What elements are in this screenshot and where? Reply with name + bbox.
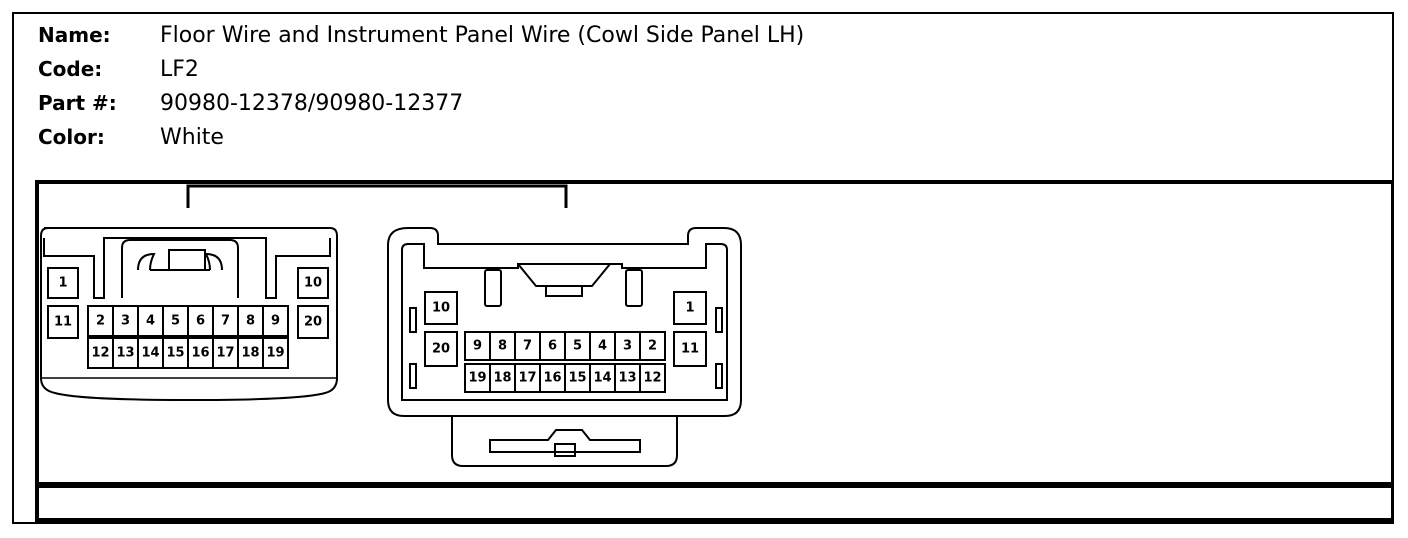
part-label: Part #: (38, 91, 117, 115)
right-pin-cell (424, 291, 458, 325)
left-pin-label: 11 (54, 315, 72, 330)
right-connector-pins: 10 20 1 11 9 8 7 6 5 4 3 2 19 18 17 16 15 14 13 12 (424, 291, 707, 393)
right-pin-cell (464, 331, 491, 361)
left-pin-label: 3 (121, 314, 130, 329)
left-pin-label: 13 (116, 346, 134, 361)
left-pin-cell (47, 305, 79, 339)
part-value: 90980-12378/90980-12377 (160, 91, 464, 116)
left-pin-cell (237, 305, 264, 337)
left-pin-label: 2 (96, 314, 105, 329)
right-pin-cell (539, 331, 566, 361)
right-pin-label: 4 (598, 339, 607, 354)
right-pin-cell (673, 291, 707, 325)
right-pin-cell (564, 363, 591, 393)
right-pin-label: 10 (432, 301, 450, 316)
right-pin-cell (673, 331, 707, 367)
left-pin-label: 6 (196, 314, 205, 329)
right-pin-label: 18 (493, 371, 511, 386)
left-pin-cell (137, 305, 164, 337)
color-label: Color: (38, 125, 105, 149)
right-pin-label: 11 (681, 342, 699, 357)
code-row: Code: LF2 (38, 54, 804, 88)
name-row: Name: Floor Wire and Instrument Panel Wir… (38, 20, 804, 54)
left-pin-cell (262, 337, 289, 369)
right-pin-cell (489, 331, 516, 361)
left-connector-pins: 1 11 10 20 2 3 4 5 6 7 8 9 12 13 14 15 16 17 18 19 (47, 267, 329, 369)
part-row: Part #: 90980-12378/90980-12377 (38, 88, 804, 122)
right-pin-label: 14 (593, 371, 611, 386)
left-pin-label: 7 (221, 314, 230, 329)
color-row: Color: White (38, 122, 804, 156)
right-pin-label: 19 (468, 371, 486, 386)
right-connector (387, 227, 742, 467)
left-pin-cell (297, 267, 329, 299)
left-pin-label: 17 (216, 346, 234, 361)
right-pin-cell (614, 363, 641, 393)
left-pin-label: 9 (271, 314, 280, 329)
right-pin-label: 9 (473, 339, 482, 354)
name-label: Name: (38, 23, 111, 47)
right-pin-cell (639, 331, 666, 361)
left-pin-cell (187, 305, 214, 337)
left-connector (40, 227, 338, 402)
left-pin-cell (262, 305, 289, 337)
connector-info: Name: Floor Wire and Instrument Panel Wir… (38, 20, 804, 156)
color-value: White (160, 125, 224, 150)
left-pin-cell (212, 337, 239, 369)
left-pin-label: 10 (304, 276, 322, 291)
mating-bracket-line (186, 184, 568, 208)
left-pin-label: 15 (166, 346, 184, 361)
left-pin-label: 18 (241, 346, 259, 361)
right-pin-label: 20 (432, 342, 450, 357)
left-pin-grid: 2 3 4 5 6 7 8 9 12 13 14 15 16 17 18 19 (87, 305, 289, 369)
right-pin-label: 7 (523, 339, 532, 354)
left-pin-label: 12 (91, 346, 109, 361)
right-pin-cell (639, 363, 666, 393)
left-pin-cell (187, 337, 214, 369)
right-pin-label: 8 (498, 339, 507, 354)
left-pin-cell (47, 267, 79, 299)
right-pin-label: 2 (648, 339, 657, 354)
right-pin-grid: 9 8 7 6 5 4 3 2 19 18 17 16 15 14 13 12 (464, 331, 666, 393)
left-pin-label: 5 (171, 314, 180, 329)
name-value: Floor Wire and Instrument Panel Wire (Co… (160, 23, 805, 48)
left-pin-label: 8 (246, 314, 255, 329)
right-pin-label: 15 (568, 371, 586, 386)
right-pin-label: 1 (685, 301, 694, 316)
right-pin-label: 12 (643, 371, 661, 386)
left-pin-label: 14 (141, 346, 159, 361)
right-pin-cell (514, 363, 541, 393)
code-label: Code: (38, 57, 103, 81)
right-pin-label: 5 (573, 339, 582, 354)
left-pin-cell (297, 305, 329, 339)
left-pin-label: 16 (191, 346, 209, 361)
left-pin-label: 1 (58, 276, 67, 291)
right-pin-label: 3 (623, 339, 632, 354)
left-pin-label: 4 (146, 314, 155, 329)
right-pin-label: 17 (518, 371, 536, 386)
left-pin-cell (87, 305, 114, 337)
left-pin-cell (162, 305, 189, 337)
left-pin-label: 20 (304, 315, 322, 330)
code-value: LF2 (160, 57, 199, 82)
right-pin-cell (424, 331, 458, 367)
bottom-strip (35, 484, 1394, 522)
right-pin-label: 6 (548, 339, 557, 354)
right-pin-label: 13 (618, 371, 636, 386)
left-pin-label: 19 (266, 346, 284, 361)
right-pin-label: 16 (543, 371, 561, 386)
